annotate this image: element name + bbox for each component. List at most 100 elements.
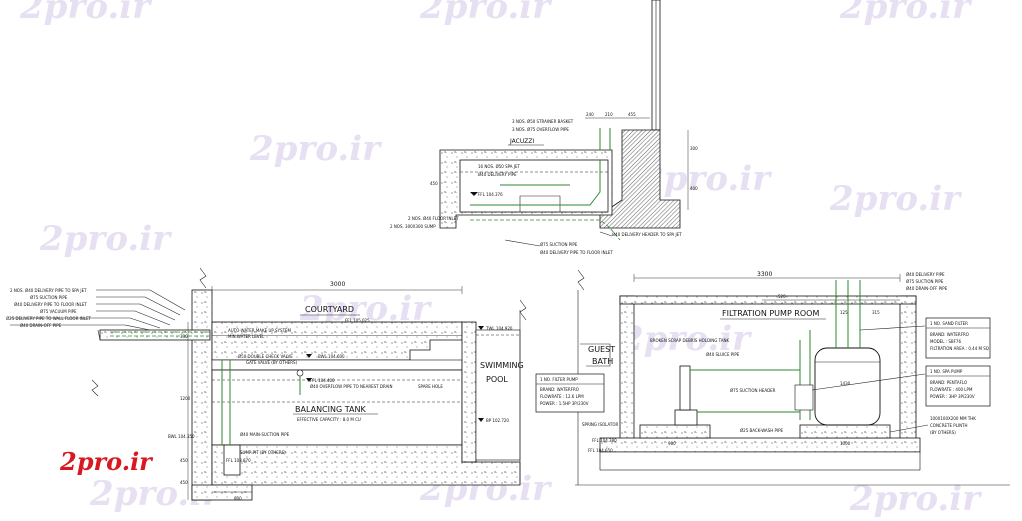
spec-line: POWER : 3HP 3P/230V — [930, 394, 975, 399]
level-marker: FFL 104.400 — [310, 378, 335, 383]
plinth-note: 100X100X200 MM THK CONCRETE PLINTH (BY O… — [889, 416, 976, 435]
dim-label: 520 — [778, 294, 786, 299]
annotation: BROKEN SCRAP DEBRIS HOLDING TANK — [650, 338, 729, 343]
annotation: Ø75 SUCTION PIPE — [30, 295, 68, 300]
filtration-room-title: FILTRATION PUMP ROOM — [722, 309, 819, 318]
spa-pump-spec: 1 NO. SPA PUMP BRAND: PENTAFLO FLOWRATE … — [925, 365, 991, 407]
deck-slab — [99, 329, 211, 341]
dim-label: 455 — [628, 112, 636, 117]
tank-capacity: EFFECTIVE CAPACITY : 8.0 M CU — [297, 417, 361, 422]
annotation: Ø40 DELIVERY PIPE TO FLOOR INLET — [14, 302, 87, 307]
watermark-text: 2pro.ir — [249, 129, 382, 169]
annotation: Ø75 VACUUM PIPE — [40, 309, 77, 314]
dim-label: 330 — [180, 334, 188, 339]
level-marker: FFL 105.025 — [345, 318, 370, 323]
level-marker: FFL 104.376 — [478, 192, 503, 197]
annotation: Ø75 SUCTION HEADER — [730, 388, 776, 393]
annotation: Ø50 DOUBLE CHECK VALVE — [238, 354, 293, 359]
pool-title: POOL — [486, 375, 508, 384]
spec-line: MODEL : SBF76 — [930, 339, 961, 344]
annotation: 2 NOS. Ø40 FLOOR INLET — [408, 216, 459, 221]
annotation: Ø40 DRAIN-OFF PIPE — [906, 286, 948, 291]
guest-bath-label: BATH — [592, 357, 613, 366]
annotation: CONCRETE PLINTH — [930, 423, 968, 428]
annotation: Ø75 SUCTION PIPE — [540, 242, 578, 247]
level-marker: FFL 103.870 — [226, 458, 251, 463]
annotation: SPRING ISOLATOR — [582, 422, 618, 427]
left-wall — [191, 289, 213, 501]
jacuzzi-section: 240 210 455 300 400 450 JACUZZI 3 NOS. Ø… — [390, 0, 698, 255]
watermark-text: 2pro.ir — [839, 0, 972, 27]
spec-line: BRAND: WATERFRO — [540, 387, 579, 392]
spec-line: FILTRATION AREA : 0.44 M SQ — [930, 346, 989, 351]
site-logo: 2pro.ir — [59, 447, 154, 476]
annotation: 3 NOS. Ø50 STRAINER BASKET — [512, 119, 574, 124]
sand-filter — [814, 347, 881, 426]
annotation: GATE VALVE (BY OTHERS) — [246, 360, 298, 365]
annotation: 2 NOS. Ø40 DELIVERY PIPE TO SPA JET — [10, 288, 87, 293]
watermark-text: 2pro.ir — [619, 319, 752, 359]
filtration-room-section: GUEST BATH 3300 FILTRATION P — [535, 269, 1010, 486]
watermark-text: 2pro.ir — [19, 0, 152, 27]
watermark-text: 2pro.ir — [829, 179, 962, 219]
sump-pit — [223, 444, 241, 476]
dim-label: 400 — [690, 186, 698, 191]
annotation: 2 NOS. 300X300 SUMP — [390, 224, 436, 229]
watermark-text: 2pro.ir — [39, 219, 172, 259]
annotation: 3 NOS. Ø75 OVERFLOW PIPE — [512, 127, 569, 132]
watermark-text: 2pro.ir — [419, 0, 552, 27]
dim-label: 240 — [586, 112, 594, 117]
courtyard-title: COURTYARD — [305, 305, 354, 314]
sand-filter-spec: 1 NO. SAND FILTER BRAND: WATERFRO MODEL … — [925, 317, 991, 359]
annotation: Ø40 DELIVERY PIPE — [478, 172, 517, 177]
annotation: Ø40 DRAIN-OFF PIPE — [20, 323, 62, 328]
annotation: Ø25 BACK-WASH PIPE — [740, 428, 783, 433]
dim-label: 315 — [872, 310, 880, 315]
pool-title: SWIMMING — [480, 361, 524, 370]
dim-label: 3300 — [757, 271, 772, 278]
filter-plinth — [799, 424, 891, 439]
dim-label: 1000 — [840, 441, 851, 446]
annotation: SPARE HOLE — [418, 384, 443, 389]
annotation: Ø40 OVERFLOW PIPE TO NEAREST DRAIN — [310, 384, 392, 389]
room-left-wall — [619, 295, 635, 452]
spec-title: 1 NO. SPA PUMP — [930, 369, 963, 374]
spec-line: FLOWRATE : 12.6 LPM — [540, 394, 584, 399]
annotation: Ø75 SUCTION PIPE — [906, 279, 944, 284]
annotation: Ø25 DELIVERY PIPE TO WALL FLOOR INLET — [6, 316, 92, 321]
dim-label: 210 — [605, 112, 613, 117]
spec-title: 1 NO. SAND FILTER — [930, 321, 968, 326]
watermark-text: 2pro.ir — [849, 479, 982, 519]
annotation: Ø40 DELIVERY HEADER TO SPA JET — [612, 232, 682, 237]
spec-line: POWER : 1.5HP 3P/230V — [540, 401, 589, 406]
spec-line: BRAND: PENTAFLO — [930, 380, 967, 385]
dim-label: 125 — [840, 310, 848, 315]
annotation: Ø40 DELIVERY PIPE TO FLOOR INLET — [540, 250, 613, 255]
annotation: Ø40 SLUICE PIPE — [706, 352, 740, 357]
dim-label: 450 — [180, 480, 188, 485]
dim-label: 1430 — [840, 381, 851, 386]
dim-label: 3000 — [330, 281, 345, 288]
level-marker: BWL 104.600 — [318, 354, 345, 359]
annotation: 100X100X200 MM THK — [930, 416, 976, 421]
dim-label: 450 — [430, 181, 438, 186]
annotation: AUTO-WATER MAKE UP SYSTEM — [228, 328, 292, 333]
guest-bath-label: GUEST — [588, 345, 615, 354]
filter-pump — [674, 409, 698, 426]
dim-label: 900 — [668, 441, 676, 446]
annotation: (BY OTHERS) — [930, 430, 956, 435]
annotation: Ø40 DELIVERY PIPE — [906, 272, 945, 277]
balancing-tank-title: BALANCING TANK — [295, 405, 366, 414]
annotation: MIN WATER LEVEL — [228, 334, 265, 339]
spec-line: FLOWRATE : 400 LPM — [930, 387, 973, 392]
level-marker: FFL 104.650 — [588, 448, 613, 453]
dim-label: 300 — [690, 146, 698, 151]
spec-line: BRAND: WATERFRO — [930, 332, 969, 337]
jacuzzi-title: JACUZZI — [509, 138, 534, 145]
pump-plinth — [639, 424, 711, 439]
courtyard-section: 3000 COURTYARD FFL 105.025 2 NOS. Ø40 DE… — [6, 267, 527, 501]
dim-label: 1200 — [180, 396, 191, 401]
room-floor-slab — [599, 437, 921, 453]
hatched-wall — [599, 129, 681, 229]
dim-label: 450 — [180, 458, 188, 463]
